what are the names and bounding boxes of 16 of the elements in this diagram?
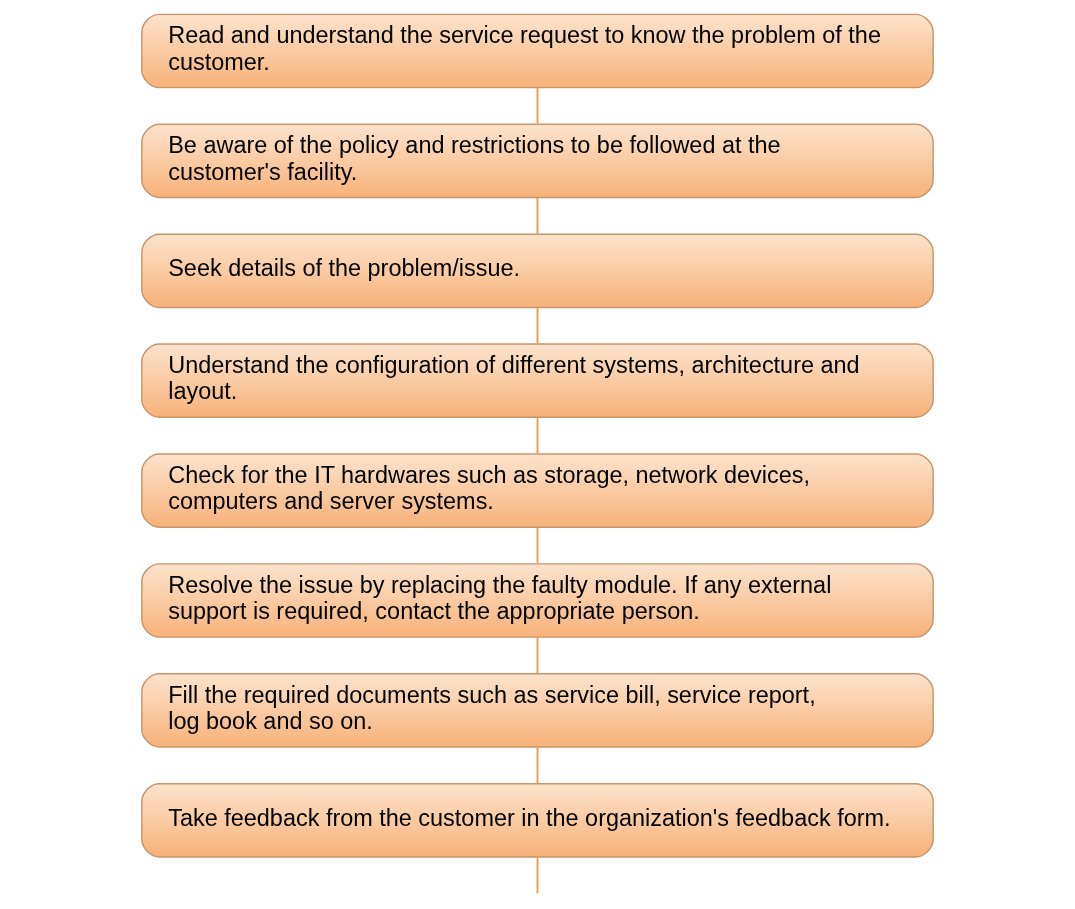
- node-box: Read and understand the service request to know the problem of the customer.: [141, 13, 934, 89]
- node-box: Resolve the issue by replacing the faulty module. If any external support is required, contact the appropriate person.: [141, 563, 934, 638]
- node-box: Fill the required documents such as service bill, service report, log book and so on.: [141, 673, 934, 748]
- connector: [536, 526, 539, 565]
- connector: [536, 636, 539, 675]
- connector: [536, 306, 539, 345]
- node-box: Seek details of the problem/issue.: [141, 233, 934, 309]
- connector: [536, 856, 539, 895]
- connector: [536, 87, 539, 125]
- node-box: Be aware of the policy and restrictions to be followed at the customer's facility.: [141, 123, 934, 199]
- connector: [536, 416, 539, 455]
- connector: [536, 746, 539, 784]
- node-box: Check for the IT hardwares such as storage, network devices, computers and server systems.: [141, 453, 934, 528]
- node-box: Take feedback from the customer in the organization's feedback form.: [141, 782, 934, 858]
- connector: [536, 197, 539, 235]
- node-box: Understand the configuration of different systems, architecture and layout.: [141, 343, 934, 419]
